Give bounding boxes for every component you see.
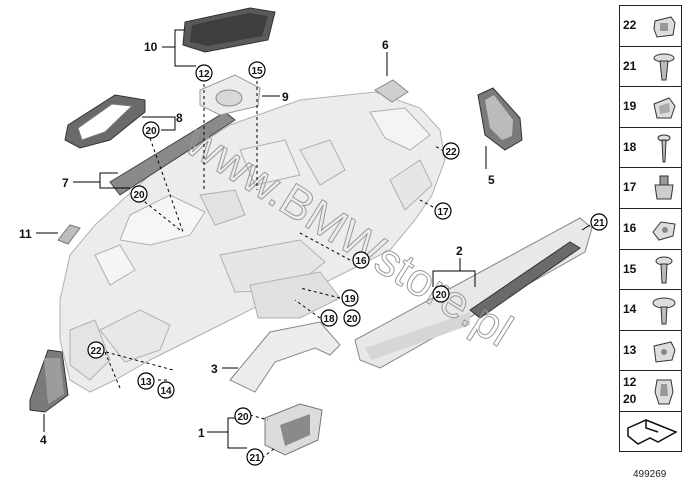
circle-21a [590,213,608,231]
trim-frame-part-8 [64,94,146,149]
clip-part-11 [57,224,81,245]
sidebar-item-number: 15 [623,261,637,276]
bracket-part-9 [199,74,261,116]
circle-20e [234,407,252,425]
sidebar-item-arrow [619,410,682,452]
sidebar-item-12-20: 12 20 [619,370,682,411]
screw-icon [653,53,675,81]
callout-labels: 10 6 9 8 7 5 11 2 3 1 4 [19,38,495,447]
circle-22b [87,341,105,359]
document-number: 499269 [633,469,667,480]
ref-20e: 20 [237,412,249,423]
hardware-sidebar: 22 21 19 18 17 16 15 14 13 12 20 [619,5,682,452]
callout-5: 5 [488,173,495,187]
circle-16 [352,251,370,269]
callout-10: 10 [144,40,158,54]
sidebar-item-number-2: 20 [623,392,637,407]
sidebar-item-number: 12 [623,375,637,390]
sidebar-item-number: 17 [623,180,637,195]
ref-16: 16 [355,256,367,267]
circle-14 [157,381,175,399]
screw-icon [657,134,671,163]
callout-3: 3 [211,362,218,376]
sidebar-item-number: 22 [623,18,637,32]
ref-13: 13 [140,377,152,388]
callout-9: 9 [282,90,289,104]
circle-20d [343,309,361,327]
trim-panel-part-2 [354,217,593,369]
ref-20a: 20 [145,126,157,137]
sidebar-item-15: 15 [619,248,682,290]
side-cover-part-4 [29,349,69,413]
callout-8: 8 [176,111,183,125]
grille-part-5 [477,87,523,151]
ref-19: 19 [344,294,356,305]
dashboard-main-part [59,91,446,393]
callout-4: 4 [40,433,47,447]
callout-7: 7 [62,176,69,190]
ref-22b: 22 [90,346,102,357]
sidebar-item-22: 22 [619,5,682,46]
callout-11: 11 [19,227,32,241]
circle-20a [142,121,160,139]
circle-21b [246,448,264,466]
ref-20c: 20 [435,290,447,301]
circle-15 [248,61,266,79]
ref-17: 17 [437,207,449,218]
expanding-nut-icon [654,175,674,200]
ref-22a: 22 [445,147,457,158]
screw-icon [655,256,673,284]
sidebar-item-18: 18 [619,126,682,168]
ref-20b: 20 [133,190,145,201]
ref-21b: 21 [249,453,261,464]
circle-22a [442,142,460,160]
ref-15: 15 [251,66,263,77]
sidebar-item-number: 16 [623,220,637,235]
circle-18 [320,309,338,327]
vent-part-1 [264,403,323,456]
sidebar-item-21: 21 [619,45,682,87]
screw-icon [652,297,676,325]
circled-reference-labels: 12 15 20 20 22 17 21 16 20 19 18 20 22 1… [90,66,605,464]
clip-icon [653,97,676,119]
speaker-grille-part-10 [182,7,276,53]
ref-20d: 20 [346,314,358,325]
arrow-icon [627,419,678,445]
circle-12 [195,64,213,82]
sidebar-item-16: 16 [619,207,682,249]
bracket-clip-icon [652,221,676,241]
callout-2: 2 [456,244,463,258]
circle-17 [434,202,452,220]
leader-lines [36,29,591,459]
sidebar-item-17: 17 [619,167,682,208]
clip-nut-icon [653,16,676,38]
sidebar-item-number: 19 [623,99,637,114]
circle-20c [432,285,450,303]
circle-20b [130,185,148,203]
callout-6: 6 [382,38,389,52]
sidebar-item-number: 21 [623,58,637,73]
ref-18: 18 [323,314,335,325]
vent-grille-part-6 [374,79,409,103]
circled-references [87,61,608,466]
sidebar-item-number: 18 [623,139,637,154]
sidebar-item-13: 13 [619,329,682,371]
sidebar-item-14: 14 [619,289,682,330]
clip-icon [654,379,674,405]
circle-13 [137,372,155,390]
sidebar-item-19: 19 [619,86,682,127]
instrument-shroud-part-3 [229,321,341,393]
ref-21a: 21 [593,218,605,229]
ref-12: 12 [198,69,210,80]
clip-nut-icon [653,341,676,363]
sidebar-item-number: 13 [623,342,637,357]
sidebar-item-number: 14 [623,302,637,317]
callout-1: 1 [198,426,205,440]
ref-14: 14 [160,386,172,397]
circle-19 [341,289,359,307]
